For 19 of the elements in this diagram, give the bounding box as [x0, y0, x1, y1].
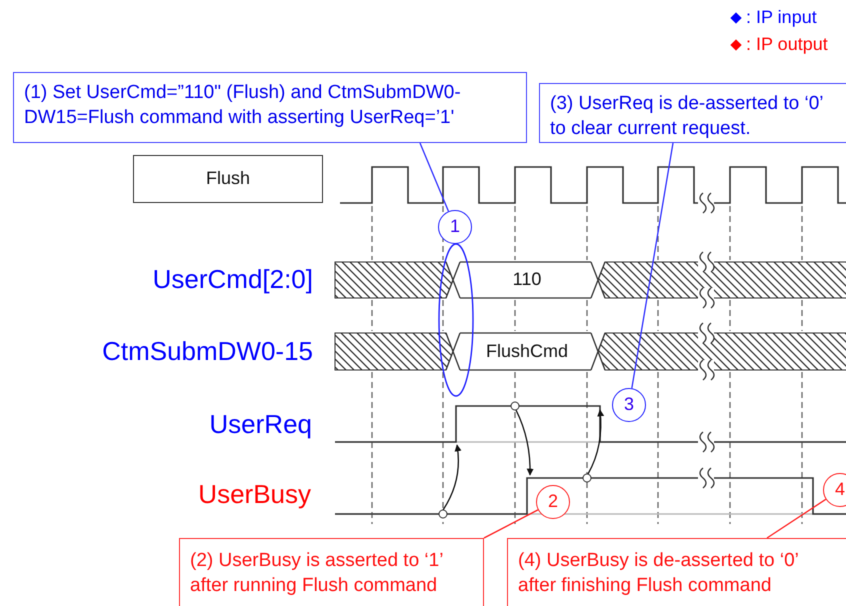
leader-line	[419, 142, 450, 212]
callout-box: (3) UserReq is de-asserted to ‘0’ to clear current request.	[539, 83, 846, 143]
leader-line	[484, 509, 538, 539]
callout-box: (2) UserBusy is asserted to ‘1’ after running Flush command	[179, 538, 484, 606]
leader-line	[631, 142, 674, 388]
callout-box: (1) Set UserCmd=”110" (Flush) and CtmSubmDW0-DW15=Flush command with asserting UserReq=’1'	[13, 72, 527, 143]
callout-number: 2	[536, 485, 570, 519]
signal-box: Flush	[133, 155, 323, 203]
callout-number: 4	[823, 473, 846, 507]
signal-name: UserCmd[2:0]	[152, 264, 313, 296]
callout-box: (4) UserBusy is de-asserted to ‘0’ after finishing Flush command	[507, 538, 846, 606]
signal-name: CtmSubmDW0-15	[102, 336, 313, 368]
leader-line	[766, 498, 826, 539]
legend-label: : IP output	[746, 33, 828, 55]
signal-name: UserReq	[209, 409, 312, 441]
legend-label: : IP input	[746, 6, 817, 28]
signal-name: UserBusy	[198, 479, 311, 511]
callout-number: 3	[612, 388, 646, 422]
callout-number: 1	[438, 210, 472, 244]
